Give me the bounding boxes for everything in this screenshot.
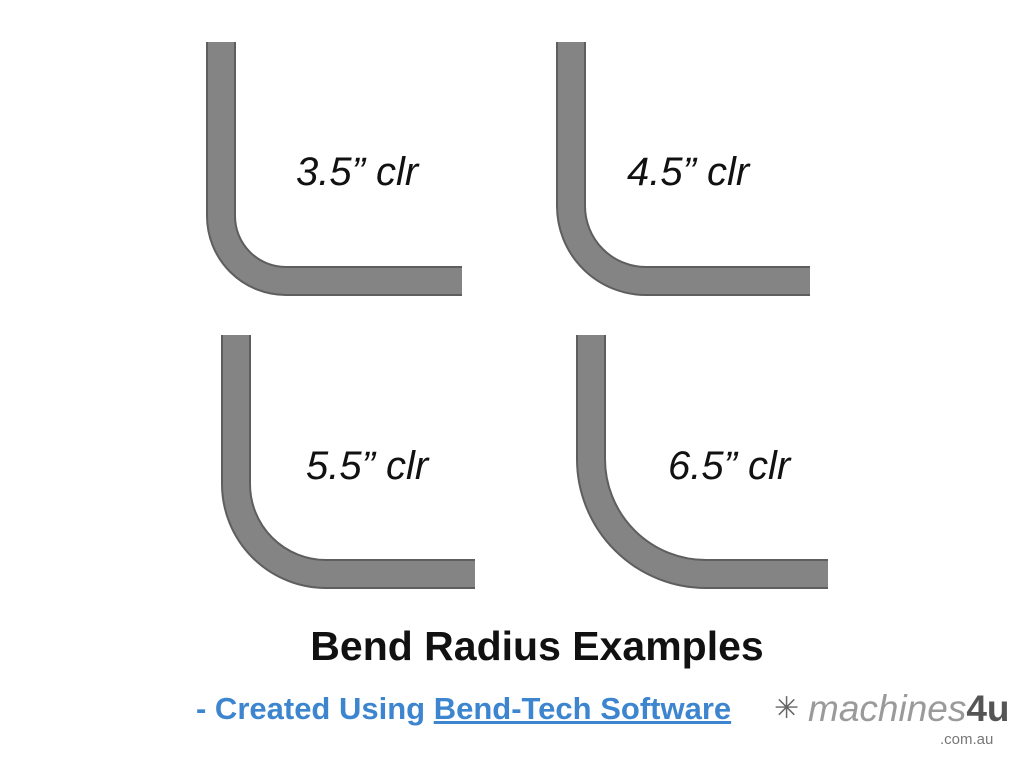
tube-bend-1-fill — [208, 42, 462, 294]
bend-label-2: 4.5” clr — [627, 150, 750, 194]
watermark-logo: machines4u — [808, 690, 1010, 727]
tube-bend-3-fill — [223, 335, 475, 587]
bend-label-1: 3.5” clr — [296, 150, 419, 194]
tube-bend-4-fill — [578, 335, 828, 587]
bend-tech-link[interactable]: Bend-Tech Software — [433, 691, 732, 726]
bend-label-4: 6.5” clr — [668, 444, 791, 488]
subtitle-prefix: - Created Using — [196, 691, 434, 726]
watermark-star-icon: ✳ — [774, 692, 800, 725]
subtitle: - Created Using Bend-Tech Software — [196, 691, 732, 726]
bend-label-3: 5.5” clr — [306, 444, 429, 488]
diagram-title: Bend Radius Examples — [310, 623, 764, 669]
tube-bend-2-fill — [558, 42, 810, 294]
watermark-name: machines — [808, 688, 967, 729]
watermark-number: 4u — [966, 688, 1010, 729]
watermark-domain: .com.au — [940, 731, 994, 748]
